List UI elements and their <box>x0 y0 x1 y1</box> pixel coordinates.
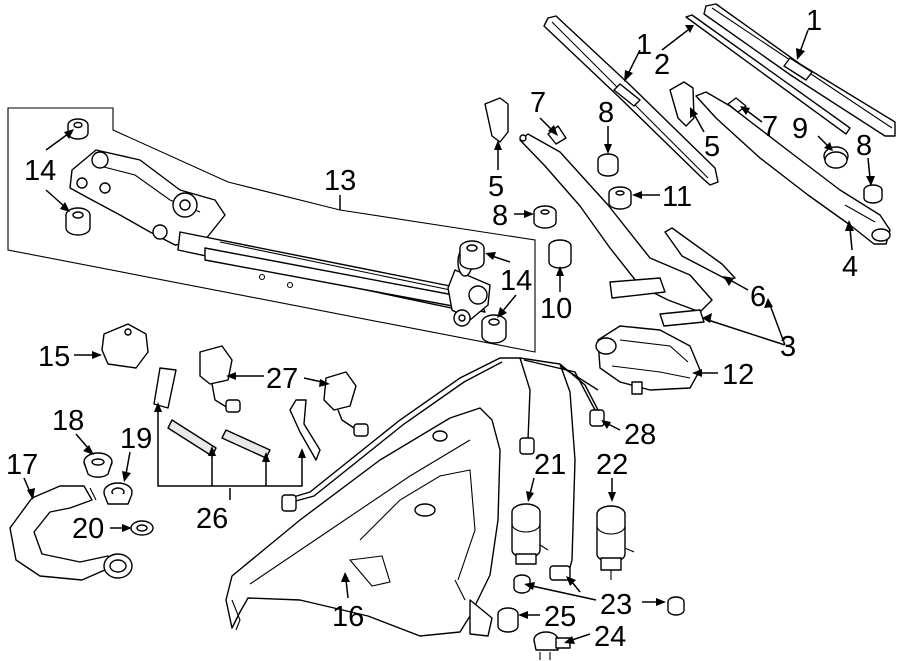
pivot-cover-right <box>669 81 695 127</box>
cap-10 <box>548 239 572 269</box>
callout-1-left-blade: 1 <box>636 29 652 61</box>
nuts-and-caps <box>533 146 883 269</box>
callout-17-filler-neck: 17 <box>6 449 38 481</box>
hose-26-bent <box>289 399 321 461</box>
callout-15-nozzle-cover: 15 <box>38 341 70 373</box>
grommet-14-upper-right <box>459 240 485 270</box>
nozzles-and-hoses <box>101 323 369 461</box>
nut-8-middle <box>533 205 557 229</box>
washer-nozzle-27-right <box>323 371 369 437</box>
wind-deflector <box>664 227 736 281</box>
grommet-23-right <box>667 596 685 616</box>
callout-4-wiper-arm: 4 <box>842 251 858 283</box>
callout-labels: 1 1 2 3 4 5 5 6 7 7 8 8 8 9 10 11 12 13 … <box>6 5 872 653</box>
cap-11 <box>608 186 632 210</box>
washer-pumps <box>497 503 685 660</box>
callout-18-seal: 18 <box>52 405 84 437</box>
grommet-14-lower-right <box>481 314 507 344</box>
wiper-arm-right <box>695 91 891 245</box>
callout-2-blade-refill: 2 <box>654 49 670 81</box>
wiper-motor <box>595 325 701 395</box>
callout-22-pump: 22 <box>596 449 628 481</box>
clamp-20 <box>130 520 154 536</box>
connector-28 <box>589 409 605 427</box>
callout-8-nut-right: 8 <box>856 130 872 162</box>
callout-9-cap: 9 <box>792 113 808 145</box>
wiper-blade-refill <box>685 14 851 135</box>
connector-left-harness <box>519 437 535 455</box>
callout-14-grommet-left: 14 <box>24 155 56 187</box>
hose-26-straight <box>153 367 271 459</box>
callout-26-hose: 26 <box>196 503 228 535</box>
callout-27-nozzle: 27 <box>266 363 298 395</box>
wiper-arm-left <box>519 133 713 327</box>
callout-25-grommet: 25 <box>544 601 576 633</box>
washer-nozzle-27-left <box>199 345 241 413</box>
wiper-blade-left <box>543 15 719 186</box>
nut-8-upper <box>597 153 619 177</box>
callout-19-adapter: 19 <box>120 423 152 455</box>
wiper-linkage-assembly <box>7 107 536 353</box>
connector-23 <box>549 565 571 581</box>
reservoir-filler-parts <box>9 452 154 581</box>
grommet-25 <box>497 607 519 633</box>
callout-8-nut-upper: 8 <box>598 97 614 129</box>
callout-13-linkage: 13 <box>324 165 356 197</box>
callout-7-clip-right: 7 <box>762 111 778 143</box>
grommet-14-lower-left <box>65 207 91 236</box>
callout-23-grommet: 23 <box>600 589 632 621</box>
grommet-23-left <box>513 574 531 594</box>
connector-end-harness <box>281 494 297 512</box>
leader-lines <box>23 25 875 644</box>
callout-28-connector: 28 <box>624 419 656 451</box>
callout-1-right-blade: 1 <box>806 5 822 37</box>
callout-5-pivot-cover-left: 5 <box>488 171 504 203</box>
callout-10-cap: 10 <box>540 293 572 325</box>
cap-9 <box>823 146 849 169</box>
callout-16-reservoir: 16 <box>332 601 364 633</box>
callout-21-pump: 21 <box>534 449 566 481</box>
callout-14-grommet-right: 14 <box>500 265 532 297</box>
pump-21 <box>511 503 549 565</box>
grommet-14-upper-left <box>67 118 89 140</box>
seal-18 <box>83 452 113 478</box>
adapter-19 <box>103 482 133 505</box>
callout-3-wiper-arm: 3 <box>780 331 796 363</box>
callout-20-clamp: 20 <box>72 513 104 545</box>
callout-24-level-sensor: 24 <box>594 621 626 653</box>
nut-8-right <box>863 184 883 204</box>
clip-7-right <box>727 97 747 113</box>
callout-12-motor: 12 <box>722 359 754 391</box>
callout-7-clip-left: 7 <box>530 87 546 119</box>
wiper-blades-and-arms <box>484 3 896 327</box>
callout-8-nut-middle: 8 <box>492 200 508 232</box>
callout-5-pivot-cover-right: 5 <box>704 131 720 163</box>
filler-neck-17 <box>9 485 133 581</box>
washer-reservoir <box>225 407 501 637</box>
wiper-blade-right <box>703 3 896 137</box>
washer-harness <box>281 357 605 576</box>
pivot-cover-left <box>484 97 509 143</box>
nozzle-cover-15 <box>101 323 149 369</box>
pump-22 <box>596 505 635 580</box>
callout-11-cap: 11 <box>662 181 692 213</box>
callout-6-deflector: 6 <box>750 281 766 313</box>
level-sensor-24 <box>533 631 571 660</box>
